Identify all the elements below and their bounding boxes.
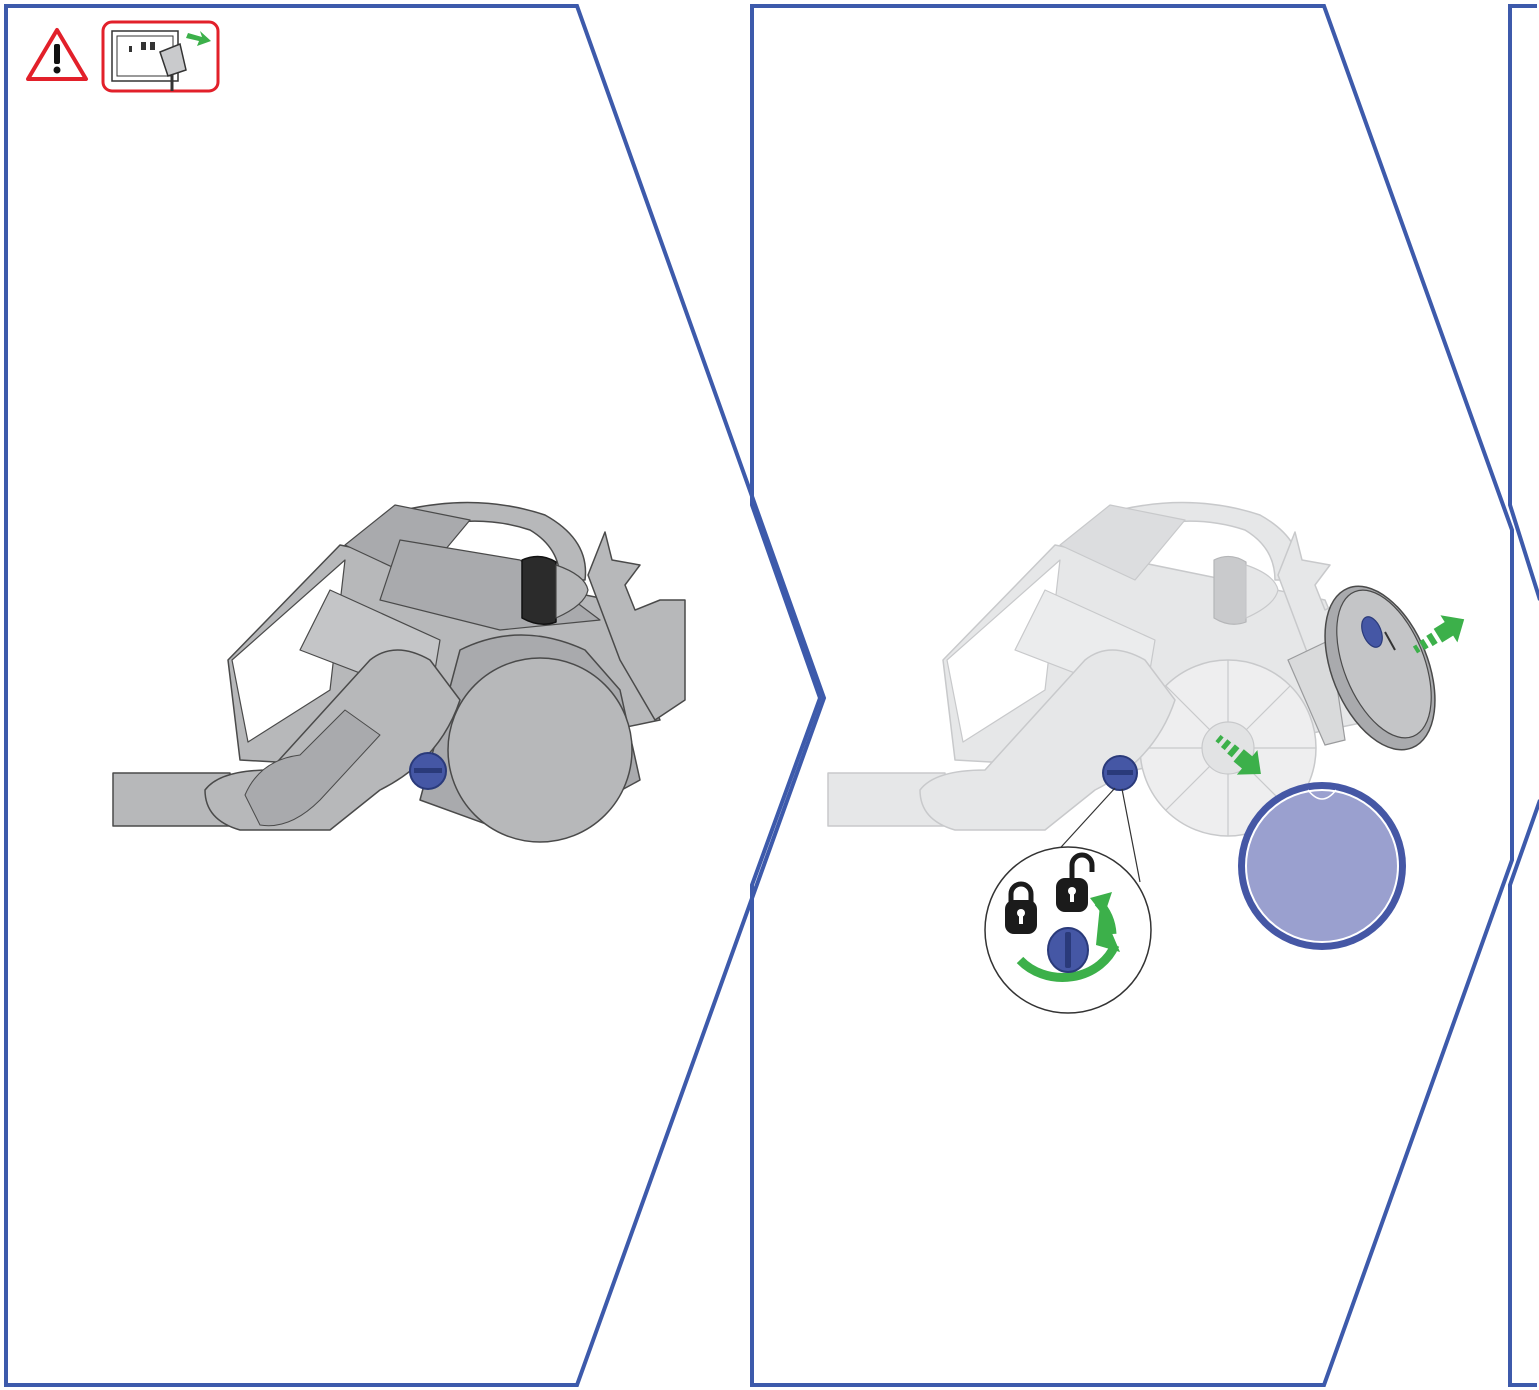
vacuum-cylinder-illustration — [113, 503, 685, 843]
side-filter-cover — [1238, 782, 1406, 950]
warning-triangle-icon — [28, 30, 86, 79]
lock-detail-callout — [985, 847, 1151, 1013]
step-panel-3-frame-bottom — [1510, 800, 1539, 1385]
step-panel-3-frame — [1510, 6, 1539, 600]
unplug-from-socket-icon — [103, 22, 218, 91]
side-wheel — [448, 658, 632, 842]
brush-roll — [522, 556, 556, 624]
